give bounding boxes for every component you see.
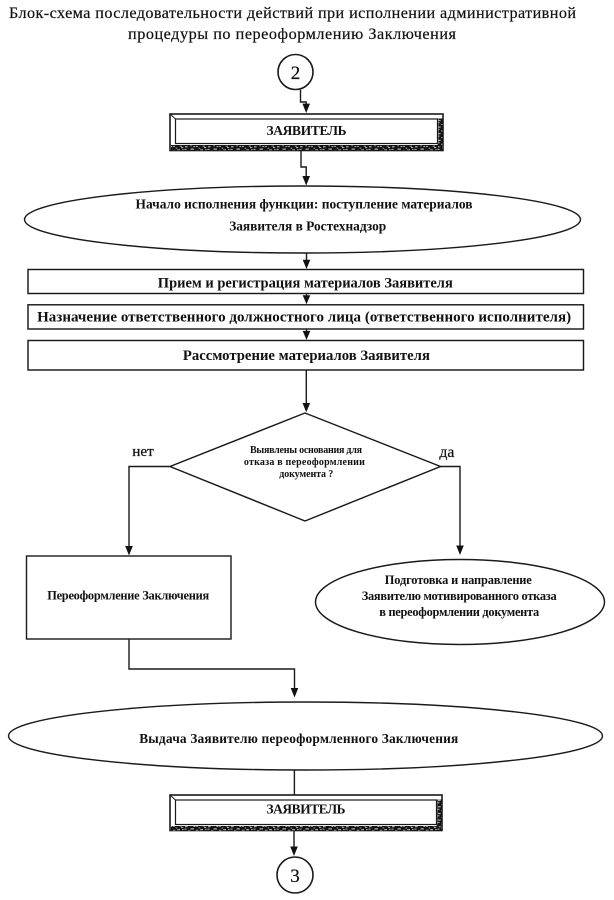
svg-text:Подготовка и направление: Подготовка и направление <box>385 573 533 587</box>
svg-text:2: 2 <box>291 63 301 84</box>
svg-text:Начало исполнения функции: пос: Начало исполнения функции: поступление м… <box>136 196 473 211</box>
svg-text:да: да <box>439 444 454 461</box>
svg-text:Выдача Заявителю переоформленн: Выдача Заявителю переоформленного Заключ… <box>139 731 458 746</box>
svg-text:ЗАЯВИТЕЛЬ: ЗАЯВИТЕЛЬ <box>267 123 347 138</box>
svg-text:Выявлены основания для: Выявлены основания для <box>250 445 363 456</box>
svg-text:Прием и регистрация материалов: Прием и регистрация материалов Заявителя <box>158 276 453 292</box>
svg-text:нет: нет <box>132 443 154 460</box>
svg-text:документа ?: документа ? <box>279 469 333 480</box>
svg-text:Назначение ответственного долж: Назначение ответственного должностного л… <box>37 310 571 326</box>
svg-text:ЗАЯВИТЕЛЬ: ЗАЯВИТЕЛЬ <box>267 801 346 816</box>
svg-text:Переоформление Заключения: Переоформление Заключения <box>47 589 209 603</box>
svg-text:в переоформлении документа: в переоформлении документа <box>379 605 539 619</box>
svg-text:отказа в переоформлении: отказа в переоформлении <box>244 457 365 468</box>
svg-text:Заявителю мотивированного отка: Заявителю мотивированного отказа <box>362 589 557 603</box>
svg-text:Рассмотрение материалов Заявит: Рассмотрение материалов Заявителя <box>183 348 430 364</box>
svg-text:Заявителя в Ростехнадзор: Заявителя в Ростехнадзор <box>229 219 386 234</box>
svg-text:процедуры по переоформлению За: процедуры по переоформлению Заключения <box>128 25 457 43</box>
svg-text:3: 3 <box>290 866 300 887</box>
svg-text:Блок-схема последовательности: Блок-схема последовательности действий п… <box>9 4 576 22</box>
